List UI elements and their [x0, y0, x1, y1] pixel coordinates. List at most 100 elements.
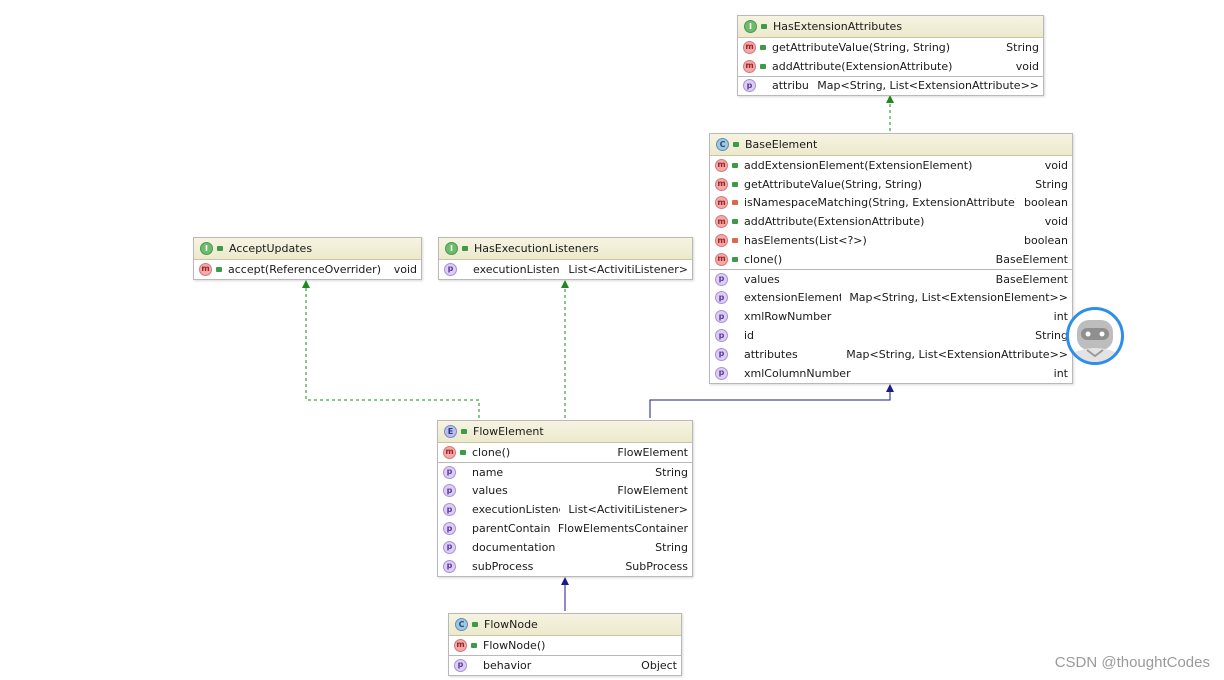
generalization-flow-to-base	[649, 384, 894, 418]
property-icon: p	[715, 366, 728, 380]
visibility-spacer	[460, 545, 466, 550]
class-icon: C	[716, 138, 729, 151]
field-type: FlowElement	[617, 484, 688, 498]
public-visibility-icon	[732, 219, 738, 225]
public-visibility-icon	[732, 256, 738, 262]
method-icon: m	[715, 215, 728, 229]
visibility-spacer	[732, 333, 738, 338]
public-visibility-icon	[461, 429, 467, 434]
field-row[interactable]: pparentContainerFlowElementsContainer	[438, 519, 692, 538]
field-row[interactable]: p documentation String	[438, 538, 692, 557]
interface-icon: I	[200, 242, 213, 255]
field-name: documentation	[472, 540, 556, 554]
field-name: attributes	[772, 79, 809, 93]
visibility-spacer	[732, 352, 738, 357]
return-type: void	[1044, 215, 1068, 229]
robot-avatar-icon	[1075, 320, 1115, 362]
method-icon: m	[199, 262, 212, 276]
return-type: void	[393, 262, 417, 276]
return-type: void	[1044, 158, 1068, 172]
interface-icon: I	[744, 20, 757, 33]
return-type: boolean	[1024, 234, 1068, 248]
visibility-spacer	[461, 267, 467, 272]
field-type: String	[655, 540, 688, 554]
class-box-has-execution-listeners[interactable]: IHasExecutionListenerspexecutionListener…	[438, 237, 693, 280]
visibility-spacer	[732, 277, 738, 282]
method-name: addAttribute(ExtensionAttribute)	[744, 215, 925, 229]
property-icon: p	[443, 484, 456, 498]
property-icon: p	[443, 540, 456, 554]
property-icon: p	[443, 522, 456, 536]
private-lock-icon	[732, 200, 738, 206]
field-name: subProcess	[472, 559, 534, 573]
field-row[interactable]: pexecutionListenersList<ActivitiListener…	[439, 260, 692, 279]
field-name: executionListeners	[472, 503, 560, 517]
method-name: getAttributeValue(String, String)	[744, 177, 923, 191]
method-name: accept(ReferenceOverrider)	[228, 262, 381, 276]
method-name: FlowNode()	[483, 638, 546, 652]
field-name: name	[472, 465, 504, 479]
field-type: Map<String, List<ExtensionElement>>	[849, 291, 1068, 305]
avatar[interactable]	[1066, 307, 1124, 365]
public-visibility-icon	[460, 449, 466, 455]
method-row[interactable]: m accept(ReferenceOverrider) void	[194, 260, 421, 279]
field-type: SubProcess	[625, 559, 688, 573]
abstract-class-icon: E	[444, 425, 457, 438]
method-row[interactable]: m addAttribute(ExtensionAttribute) void	[710, 212, 1072, 231]
visibility-spacer	[460, 470, 466, 475]
field-row[interactable]: pexecutionListenersList<ActivitiListener…	[438, 500, 692, 519]
public-visibility-icon	[760, 63, 766, 69]
field-name: values	[744, 272, 780, 286]
class-name: FlowNode	[484, 618, 538, 631]
property-icon: p	[444, 262, 457, 276]
field-type: Map<String, List<ExtensionAttribute>>	[846, 347, 1068, 361]
realization-flow-to-acceptupdates	[302, 280, 480, 418]
field-type: FlowElementsContainer	[557, 522, 688, 536]
visibility-spacer	[760, 83, 766, 88]
property-icon: p	[443, 559, 456, 573]
property-icon: p	[454, 658, 467, 672]
method-icon: m	[715, 234, 728, 248]
interface-icon: I	[445, 242, 458, 255]
method-name: clone()	[744, 252, 783, 266]
field-row[interactable]: p subProcess SubProcess	[438, 557, 692, 576]
field-type: Object	[641, 658, 677, 672]
property-icon: p	[715, 347, 728, 361]
return-type: BaseElement	[995, 252, 1068, 266]
field-name: id	[744, 329, 755, 343]
method-name: getAttributeValue(String, String)	[772, 40, 951, 54]
method-icon: m	[715, 196, 728, 210]
method-icon: m	[443, 445, 456, 459]
visibility-spacer	[471, 663, 477, 668]
watermark: CSDN @thoughtCodes	[1054, 654, 1210, 671]
field-type: List<ActivitiListener>	[568, 262, 688, 276]
